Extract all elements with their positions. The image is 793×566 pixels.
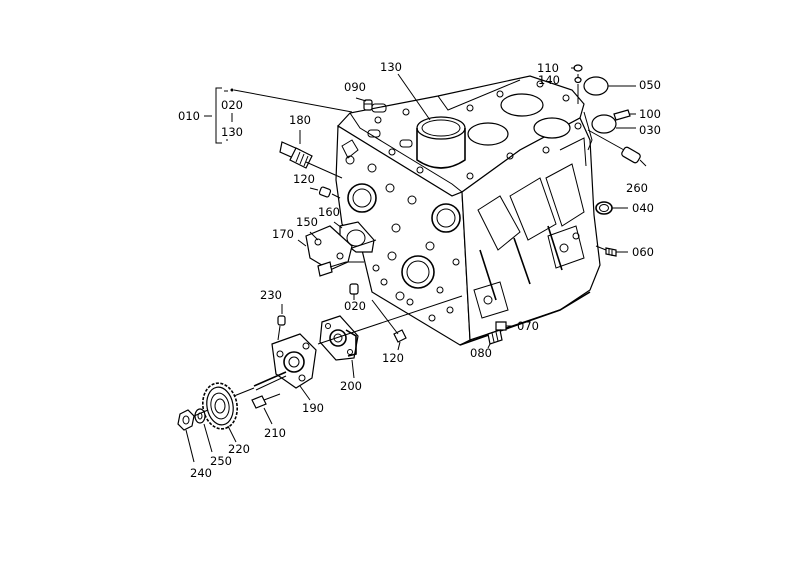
part-100-pin bbox=[613, 109, 631, 121]
part-030-disc bbox=[591, 114, 617, 134]
callout-170: 170 bbox=[272, 227, 294, 241]
callout-050: 050 bbox=[639, 78, 661, 92]
part-220-gear bbox=[201, 382, 239, 430]
part-180-fitting bbox=[279, 141, 313, 169]
part-170-bolt bbox=[317, 261, 347, 277]
callout-020: 020 bbox=[344, 299, 366, 313]
callout-150: 150 bbox=[296, 215, 318, 229]
callout-labels: 090 130 110 140 050 100 030 180 260 120 … bbox=[190, 60, 661, 480]
part-040-seal bbox=[595, 201, 613, 215]
callout-120-lower: 120 bbox=[382, 351, 404, 365]
part-060-plug bbox=[605, 247, 617, 257]
part-110-140 bbox=[573, 64, 583, 104]
cylinder-bore-4 bbox=[533, 117, 571, 139]
bracket-child-label-2: 130 bbox=[221, 125, 243, 139]
callout-240: 240 bbox=[190, 466, 212, 480]
callout-190: 190 bbox=[302, 401, 324, 415]
part-230-pin bbox=[277, 315, 286, 326]
group-bracket: 010 020 130 bbox=[178, 87, 353, 144]
cylinder-bore-3 bbox=[500, 93, 544, 117]
part-250-washer bbox=[194, 408, 206, 424]
bracket-parent-label: 010 bbox=[178, 109, 200, 123]
callout-250: 250 bbox=[210, 454, 232, 468]
cylinder-block bbox=[335, 75, 601, 346]
callout-140: 140 bbox=[538, 73, 560, 87]
part-050-disc bbox=[583, 76, 609, 96]
callout-130: 130 bbox=[380, 60, 402, 74]
part-240-nut bbox=[177, 409, 195, 431]
part-260-sensor bbox=[621, 146, 647, 167]
part-200-cover-plate bbox=[319, 315, 359, 361]
part-070-080-plugs bbox=[487, 321, 507, 345]
part-190-oil-pump bbox=[253, 333, 317, 391]
callout-120-upper: 120 bbox=[293, 172, 315, 186]
callout-260: 260 bbox=[626, 181, 648, 195]
cylinder-bore-2 bbox=[467, 122, 509, 146]
part-120-upper-plug bbox=[318, 186, 332, 198]
bracket-child-label-1: 020 bbox=[221, 98, 243, 112]
callout-040: 040 bbox=[632, 201, 654, 215]
part-090-plug bbox=[363, 99, 373, 111]
callout-180: 180 bbox=[289, 113, 311, 127]
part-150-160-cover bbox=[305, 221, 375, 271]
callout-080: 080 bbox=[470, 346, 492, 360]
callout-200: 200 bbox=[340, 379, 362, 393]
callout-160: 160 bbox=[318, 205, 340, 219]
callout-220: 220 bbox=[228, 442, 250, 456]
callout-060: 060 bbox=[632, 245, 654, 259]
callout-100: 100 bbox=[639, 107, 661, 121]
part-210-bolt bbox=[251, 393, 281, 409]
callout-110: 110 bbox=[537, 61, 559, 75]
callout-230: 230 bbox=[260, 288, 282, 302]
callout-030: 030 bbox=[639, 123, 661, 137]
part-020-pin bbox=[349, 283, 359, 295]
callout-210: 210 bbox=[264, 426, 286, 440]
callout-070: 070 bbox=[517, 319, 539, 333]
callout-090: 090 bbox=[344, 80, 366, 94]
leader-lines bbox=[185, 67, 636, 463]
